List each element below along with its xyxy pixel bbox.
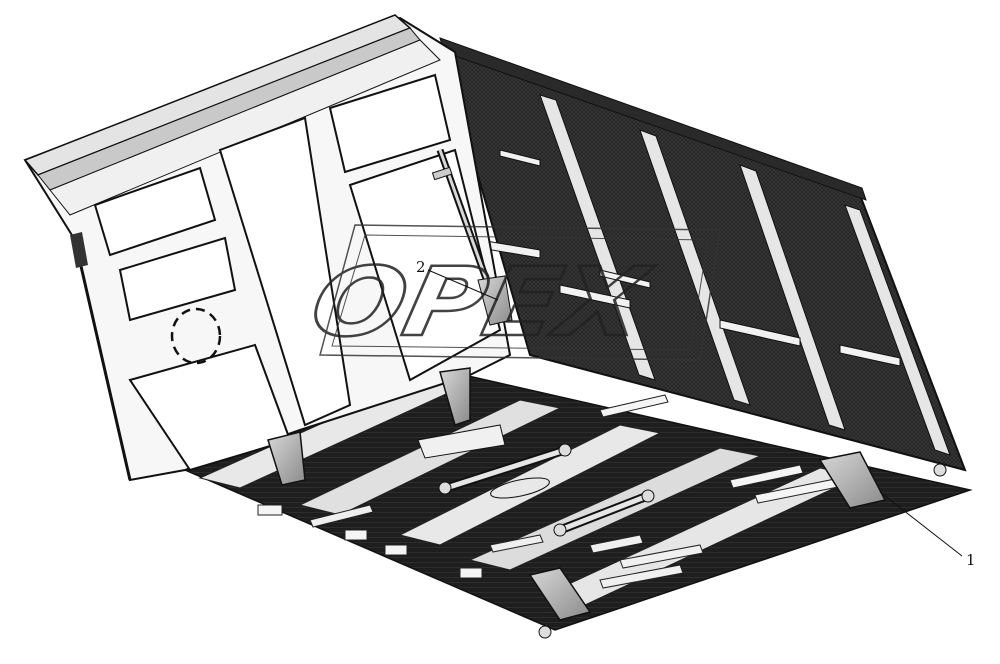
callout-2-label: 2 [416, 258, 426, 276]
callout-2: 2 [416, 258, 499, 301]
right-side-wall [438, 37, 967, 472]
watermark-logo: OPEX [301, 224, 721, 361]
tailgate-lever-assembly [431, 148, 513, 326]
front-wall-frame [23, 14, 512, 482]
watermark-text: OPEX [302, 247, 660, 358]
floor-panel [183, 364, 973, 631]
rear-hinge-brackets [267, 367, 947, 639]
hoist-mechanism [417, 424, 655, 537]
inspection-hatch [170, 307, 222, 365]
callout-1-label: 1 [966, 551, 976, 569]
callout-1: 1 [879, 491, 976, 569]
